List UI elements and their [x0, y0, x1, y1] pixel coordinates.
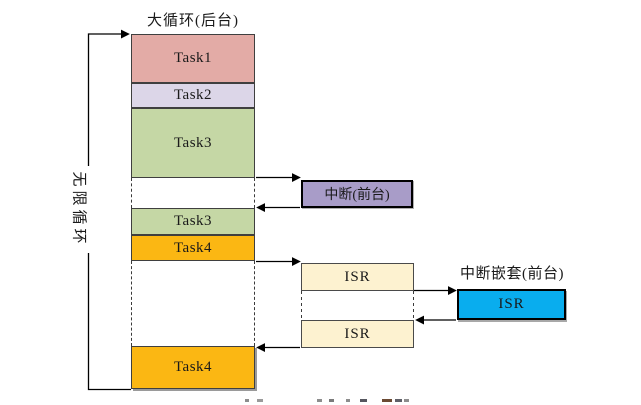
task4-resumed-block: Task4 — [131, 346, 255, 389]
nested-interrupt-title: 中断嵌套(前台) — [460, 266, 564, 282]
loop-return-line — [87, 253, 131, 391]
caption-glyph-top — [404, 399, 409, 402]
caption-glyph-top — [317, 399, 322, 402]
infinite-loop-label: 无限循环 — [70, 171, 87, 248]
caption-glyph-top — [257, 399, 263, 402]
background-loop-title: 大循环(后台) — [147, 13, 239, 29]
task3-resumed-block: Task3 — [131, 208, 255, 235]
task3-block: Task3 — [131, 108, 255, 178]
interrupt-foreground-box: 中断(前台) — [301, 180, 413, 208]
isr-block-1: ISR — [301, 263, 414, 291]
caption-glyph-top — [346, 399, 350, 402]
task1-block: Task1 — [131, 34, 255, 83]
nested-isr-block: ISR — [457, 289, 566, 320]
caption-glyph-top — [395, 399, 402, 402]
caption-glyph-top — [382, 399, 392, 402]
caption-fragment — [0, 398, 641, 405]
caption-glyph-top — [245, 399, 249, 402]
loop-entry-arrow — [87, 29, 130, 166]
task-suspended-gap-2 — [131, 261, 255, 346]
task4-block: Task4 — [131, 235, 255, 261]
task2-block: Task2 — [131, 83, 255, 108]
isr-block-2: ISR — [301, 320, 414, 348]
task-suspended-gap-1 — [131, 178, 255, 208]
caption-glyph-top — [329, 399, 334, 402]
caption-glyph-top — [360, 399, 367, 402]
